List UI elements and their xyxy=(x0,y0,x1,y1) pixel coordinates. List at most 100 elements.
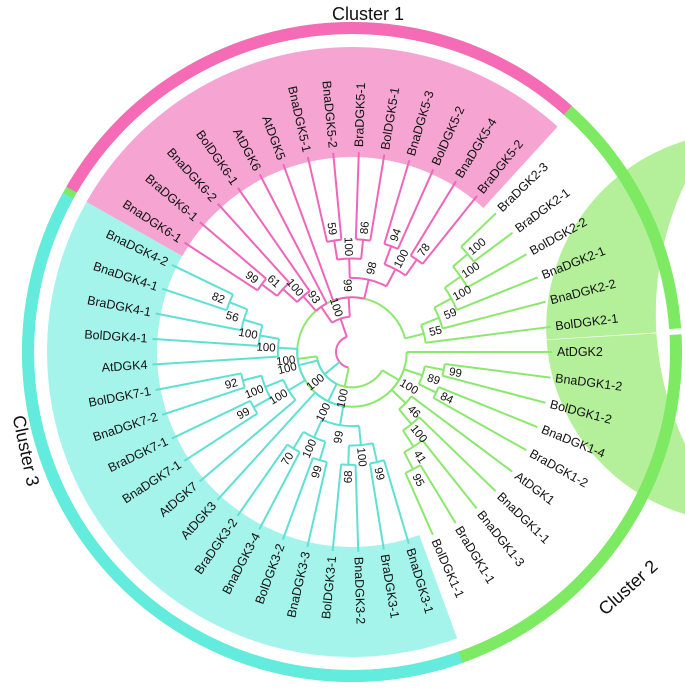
bootstrap-value: 100 xyxy=(460,260,483,281)
branch-line xyxy=(253,396,271,409)
bootstrap-value: 100 xyxy=(277,361,299,377)
branch-line xyxy=(258,451,301,530)
branch-line xyxy=(282,163,335,301)
branch-line xyxy=(277,346,298,350)
bootstrap-value: 68 xyxy=(343,470,355,483)
leaf-label: AtDGK1 xyxy=(512,469,557,508)
branch-line xyxy=(460,212,497,248)
bootstrap-value: 99 xyxy=(332,430,346,445)
leaf-label: BnaDGK5-2 xyxy=(319,80,339,148)
branch-arc xyxy=(314,391,344,408)
branch-line xyxy=(261,283,278,297)
branch-line xyxy=(403,451,415,470)
branch-line xyxy=(155,312,242,332)
bootstrap-value: 100 xyxy=(301,438,320,460)
branch-arc xyxy=(225,294,234,311)
bootstrap-value: 59 xyxy=(324,222,338,237)
bootstrap-value: 86 xyxy=(359,221,372,235)
branch-line xyxy=(306,461,328,548)
branch-line xyxy=(348,258,351,278)
branch-arc xyxy=(405,464,422,474)
branch-line xyxy=(363,279,370,299)
branch-line xyxy=(442,374,546,404)
branch-line xyxy=(383,160,411,245)
bootstrap-value: 98 xyxy=(365,261,380,276)
branch-line xyxy=(282,288,298,303)
bootstrap-value: 100 xyxy=(327,296,345,318)
branch-line xyxy=(425,325,551,344)
bootstrap-value: 82 xyxy=(210,291,226,307)
branch-arc xyxy=(384,263,407,277)
branch-line xyxy=(424,365,444,371)
cluster-2-title: Cluster 2 xyxy=(595,556,662,619)
branch-line xyxy=(161,386,246,416)
branch-arc xyxy=(312,456,328,464)
branch-line xyxy=(371,442,379,463)
branch-line xyxy=(288,379,306,392)
branch-line xyxy=(216,406,303,501)
branch-line xyxy=(354,152,360,240)
branch-line xyxy=(402,429,415,448)
branch-line xyxy=(390,389,407,404)
branch-line xyxy=(318,441,327,461)
branch-arc xyxy=(433,307,444,329)
bootstrap-value: 99 xyxy=(448,366,463,380)
cluster-bar-c3 xyxy=(66,22,572,193)
branch-line xyxy=(264,378,284,388)
bootstrap-value: 100 xyxy=(268,387,291,407)
leaf-label: BraDGK5-1 xyxy=(352,82,368,147)
branch-line xyxy=(410,395,513,473)
branch-line xyxy=(298,359,318,367)
branch-line xyxy=(368,463,385,550)
branch-line xyxy=(183,412,258,462)
branch-line xyxy=(433,297,452,309)
bootstrap-value: 100 xyxy=(314,401,333,423)
branch-arc xyxy=(432,386,440,399)
branch-line xyxy=(198,399,297,483)
branch-line xyxy=(327,383,338,402)
branch-arc xyxy=(349,276,387,288)
bootstrap-value: 78 xyxy=(416,242,433,259)
bootstrap-value: 100 xyxy=(276,354,297,368)
branch-line xyxy=(171,399,251,440)
bootstrap-value: 70 xyxy=(280,451,297,468)
branch-line xyxy=(409,180,457,257)
branch-line xyxy=(383,245,393,265)
branch-line xyxy=(438,386,538,429)
branch-line xyxy=(381,369,400,382)
bootstrap-value: 56 xyxy=(224,310,240,325)
branch-line xyxy=(297,355,318,360)
tree-branches xyxy=(152,152,552,552)
cluster-sector-c2 xyxy=(46,201,458,658)
branch-line xyxy=(347,445,350,465)
branch-line xyxy=(456,276,538,311)
branch-line xyxy=(242,374,262,382)
branch-line xyxy=(347,297,351,317)
branch-line xyxy=(199,221,267,280)
branch-line xyxy=(292,431,305,449)
bootstrap-value: 99 xyxy=(340,279,353,293)
leaf-label: BolDGK3-1 xyxy=(319,555,339,619)
branch-line xyxy=(332,152,343,240)
branch-line xyxy=(432,397,527,452)
leaf-label: AtDGK2 xyxy=(557,345,603,359)
branch-arc xyxy=(315,302,328,312)
bootstrap-value: 100 xyxy=(354,447,368,467)
branch-line xyxy=(184,241,259,292)
branch-line xyxy=(320,306,333,324)
branch-line xyxy=(259,334,280,340)
leaf-label: AtDGK4 xyxy=(101,358,148,375)
branch-line xyxy=(420,316,440,326)
leaf-label: BolDGK4-1 xyxy=(84,327,148,345)
bootstrap-value: 100 xyxy=(243,383,265,401)
bootstrap-value: 100 xyxy=(256,342,276,355)
bootstrap-value: 95 xyxy=(409,472,426,489)
branch-arc xyxy=(332,296,365,302)
bootstrap-value: 41 xyxy=(411,449,428,466)
bootstrap-value: 99 xyxy=(371,466,386,481)
branch-line xyxy=(473,231,514,263)
branch-arc xyxy=(286,443,301,453)
bootstrap-value: 93 xyxy=(305,289,322,306)
bootstrap-value: 92 xyxy=(224,377,239,392)
